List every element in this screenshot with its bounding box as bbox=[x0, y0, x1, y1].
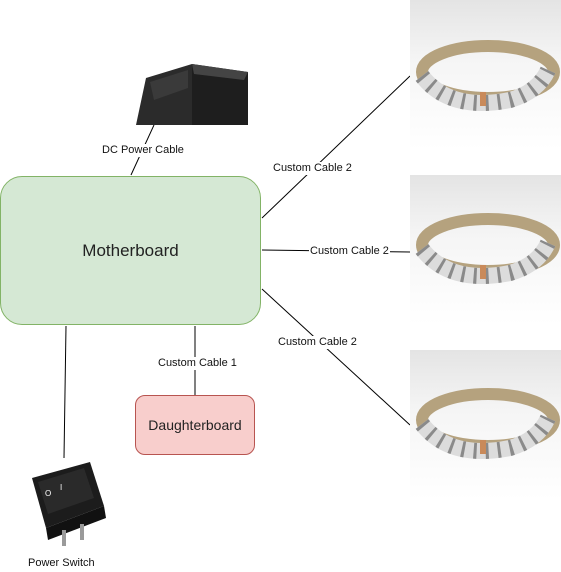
power-switch-caption: Power Switch bbox=[27, 557, 96, 570]
led-strip-image-middle bbox=[410, 175, 561, 325]
power-switch-line bbox=[63, 325, 67, 459]
switch-glyph-off: O bbox=[45, 489, 51, 498]
custom-cable-1-label: Custom Cable 1 bbox=[157, 357, 238, 370]
switch-glyph-on: I bbox=[60, 483, 62, 492]
dc-power-cable-image bbox=[132, 58, 248, 125]
custom-cable-2-top-line bbox=[261, 75, 411, 219]
motherboard-node[interactable]: Motherboard bbox=[0, 176, 261, 325]
power-switch-image: O I bbox=[24, 458, 110, 550]
led-strip-image-top bbox=[410, 0, 561, 150]
custom-cable-2-bottom-line bbox=[261, 288, 411, 426]
motherboard-label: Motherboard bbox=[82, 240, 179, 260]
custom-cable-2-bottom-label: Custom Cable 2 bbox=[277, 336, 358, 349]
daughterboard-node[interactable]: Daughterboard bbox=[135, 395, 255, 455]
dc-power-cable-label: DC Power Cable bbox=[101, 144, 185, 157]
led-strip-image-bottom bbox=[410, 350, 561, 500]
daughterboard-label: Daughterboard bbox=[148, 417, 242, 433]
custom-cable-2-mid-label: Custom Cable 2 bbox=[309, 245, 390, 258]
custom-cable-2-top-label: Custom Cable 2 bbox=[272, 162, 353, 175]
